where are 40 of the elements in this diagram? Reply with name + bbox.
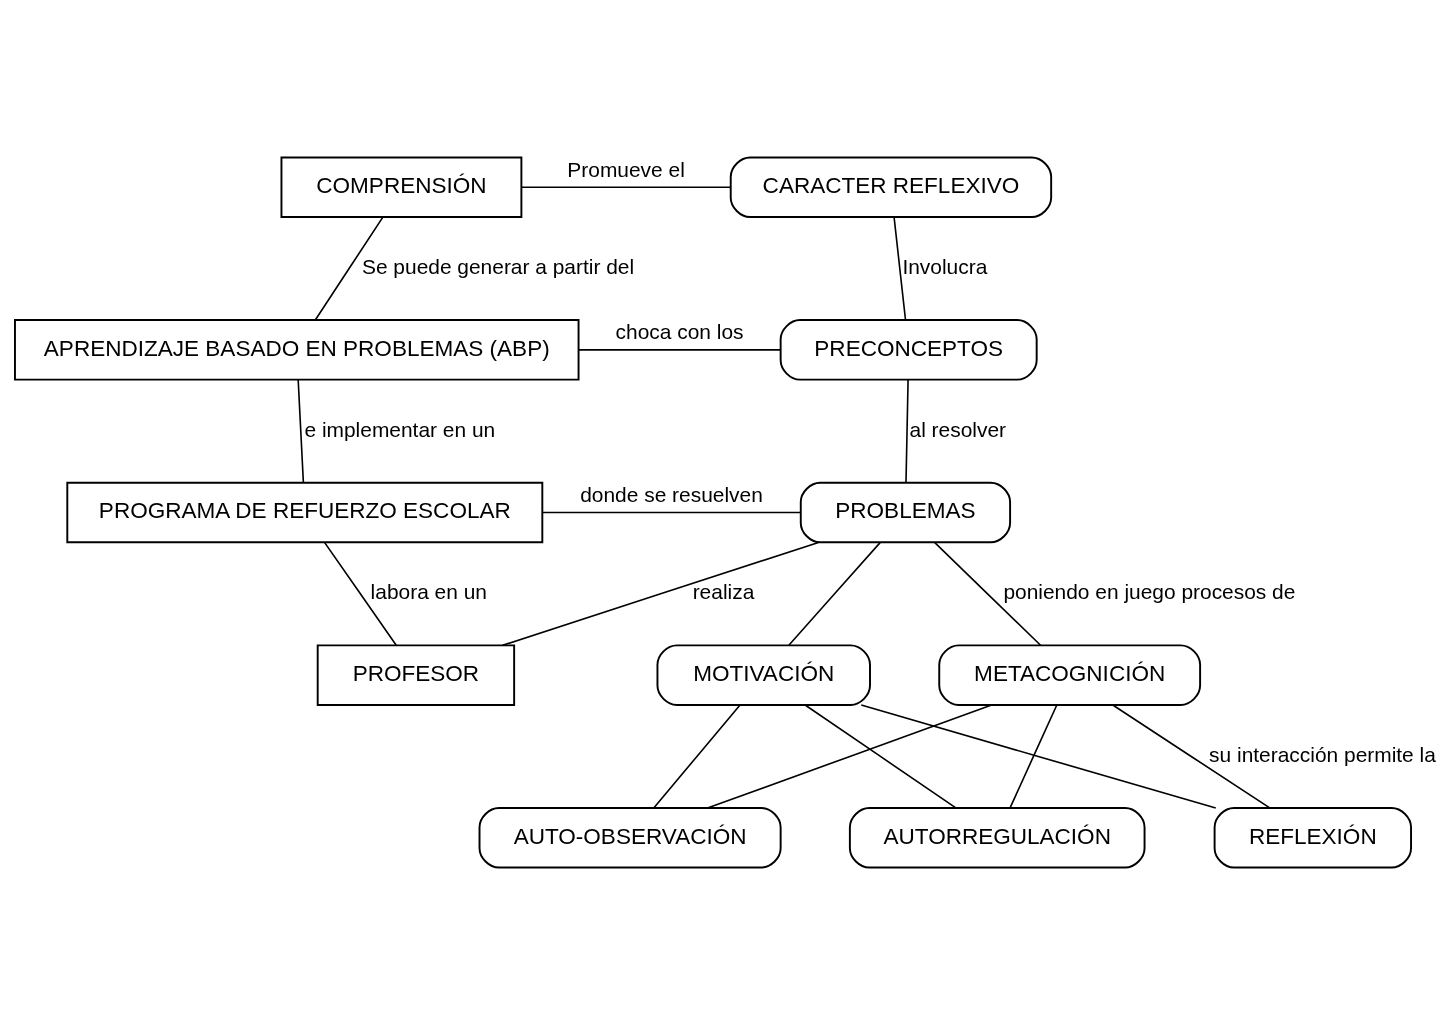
edge-label: poniendo en juego procesos de xyxy=(1003,580,1296,604)
edge-label: realiza xyxy=(692,580,755,604)
connector xyxy=(297,379,305,484)
node-box: METACOGNICIÓN xyxy=(938,644,1202,706)
connector xyxy=(652,704,741,809)
node-box: CARACTER REFLEXIVO xyxy=(729,156,1053,218)
edge-label: al resolver xyxy=(909,417,1007,441)
node-box: PROGRAMA DE REFUERZO ESCOLAR xyxy=(66,481,544,544)
connector xyxy=(893,216,907,321)
edge-label: Promueve el xyxy=(567,157,685,181)
edge-label: Involucra xyxy=(902,255,988,279)
edge-label: choca con los xyxy=(615,320,744,344)
connector xyxy=(578,349,782,351)
connector xyxy=(905,379,909,484)
connector xyxy=(521,186,732,189)
connector xyxy=(1112,704,1271,809)
node-box: AUTORREGULACIÓN xyxy=(848,807,1146,869)
edge-label: labora en un xyxy=(370,580,487,604)
edge-label: donde se resuelven xyxy=(580,482,763,506)
connector xyxy=(323,541,398,647)
edge-label: e implementar en un xyxy=(304,417,496,441)
node-box: APRENDIZAJE BASADO EN PROBLEMAS (ABP) xyxy=(14,319,580,381)
node-box: COMPRENSIÓN xyxy=(280,156,523,218)
node-box: PROBLEMAS xyxy=(799,481,1012,544)
connector xyxy=(501,541,820,647)
connector xyxy=(1009,704,1058,809)
edge-label: Se puede generar a partir del xyxy=(361,255,635,279)
node-box: PROFESOR xyxy=(316,644,516,706)
edge-label: su interacción permite la xyxy=(1209,742,1436,766)
connector xyxy=(934,541,1042,647)
connector xyxy=(788,541,881,647)
connector xyxy=(804,704,957,809)
connector xyxy=(541,511,802,514)
connector xyxy=(860,704,1217,809)
connector xyxy=(707,704,993,809)
node-box: MOTIVACIÓN xyxy=(656,644,871,706)
node-box: AUTO-OBSERVACIÓN xyxy=(478,807,782,869)
node-box: PRECONCEPTOS xyxy=(779,319,1038,381)
node-box: REFLEXIÓN xyxy=(1213,807,1412,869)
connector xyxy=(314,216,384,321)
